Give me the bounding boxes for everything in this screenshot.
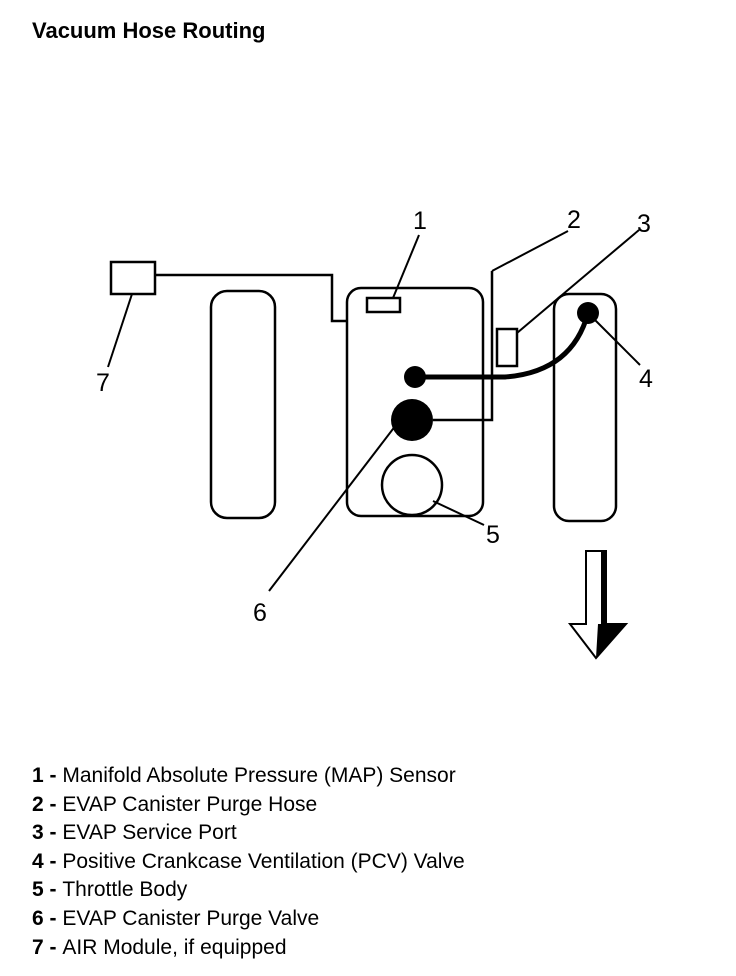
leader-1 bbox=[392, 234, 420, 299]
evap-canister-purge-hose bbox=[433, 271, 494, 422]
leader-7 bbox=[107, 293, 133, 368]
callout-2: 2 bbox=[567, 206, 581, 234]
right-intake-runner bbox=[552, 292, 618, 523]
legend-item: 2 - EVAP Canister Purge Hose bbox=[32, 792, 318, 816]
leader-4 bbox=[591, 316, 641, 366]
callout-3: 3 bbox=[637, 210, 651, 238]
legend-item: 4 - Positive Crankcase Ventilation (PCV)… bbox=[32, 849, 465, 873]
leader-3 bbox=[516, 229, 640, 334]
left-intake-runner bbox=[209, 289, 277, 520]
air-module bbox=[109, 260, 157, 296]
legend-item: 5 - Throttle Body bbox=[32, 878, 188, 902]
leader-6 bbox=[268, 424, 397, 592]
callout-5: 5 bbox=[486, 521, 500, 549]
legend-item: 1 - Manifold Absolute Pressure (MAP) Sen… bbox=[32, 764, 456, 787]
legend: 1 - Manifold Absolute Pressure (MAP) Sen… bbox=[32, 762, 465, 962]
legend-item: 6 - EVAP Canister Purge Valve bbox=[32, 906, 320, 930]
callout-4: 4 bbox=[639, 365, 653, 393]
leader-2 bbox=[491, 230, 569, 272]
front-direction-arrow-shadow bbox=[596, 551, 626, 658]
throttle-body bbox=[380, 453, 444, 517]
diagram-title: Vacuum Hose Routing bbox=[32, 18, 266, 43]
pcv-hose bbox=[416, 312, 591, 380]
air-module-hose bbox=[155, 273, 347, 323]
legend-item: 3 - EVAP Service Port bbox=[32, 821, 237, 845]
callout-7: 7 bbox=[96, 369, 110, 397]
vacuum-hose-diagram: 1 2 3 4 5 6 7 bbox=[96, 206, 653, 660]
callout-6: 6 bbox=[253, 599, 267, 627]
leader-5 bbox=[432, 500, 485, 526]
pcv-valve bbox=[577, 302, 599, 324]
callout-1: 1 bbox=[413, 207, 427, 235]
legend-item: 7 - AIR Module, if equipped bbox=[32, 935, 287, 959]
pcv-hose-fitting bbox=[404, 366, 426, 388]
evap-canister-purge-valve bbox=[391, 399, 433, 441]
evap-service-port bbox=[495, 327, 519, 368]
map-sensor bbox=[365, 296, 402, 314]
